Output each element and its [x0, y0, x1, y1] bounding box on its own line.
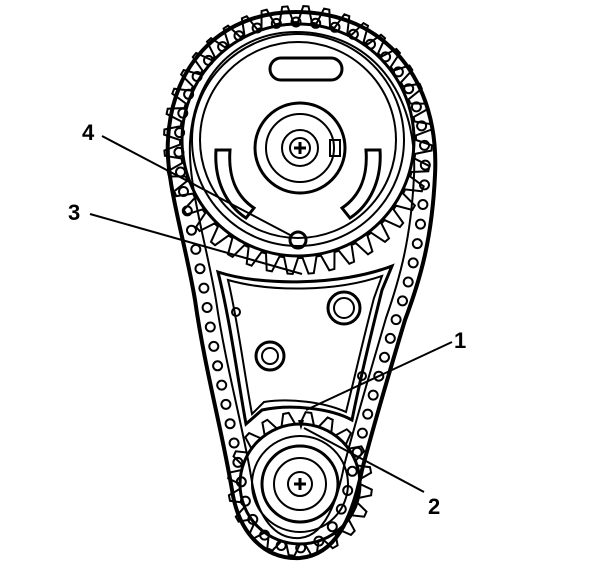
guide-bolt-lower — [254, 340, 286, 372]
chain-roller — [379, 351, 390, 363]
chain-roller — [356, 427, 368, 439]
chain-roller — [407, 257, 419, 269]
chain-roller — [204, 321, 216, 333]
chain-roller — [190, 243, 202, 255]
chain-roller — [216, 379, 228, 391]
chain-roller — [411, 238, 423, 250]
camshaft-sprocket — [163, 5, 433, 275]
chain-roller — [326, 521, 338, 533]
camshaft-sprocket-teeth — [163, 5, 433, 275]
chain-roller — [362, 408, 374, 420]
chain-roller — [402, 276, 414, 288]
chain-roller — [384, 332, 396, 344]
chain-roller — [232, 456, 244, 468]
chain-roller — [346, 465, 358, 477]
callout-3: 3 — [68, 200, 80, 225]
chain-roller — [208, 340, 220, 352]
crank-sprocket-timing-mark — [298, 420, 304, 430]
chain-roller — [228, 437, 240, 449]
chain-roller — [198, 282, 210, 294]
callout-1: 1 — [454, 328, 466, 353]
chain-roller — [410, 101, 422, 113]
leader-line-1 — [305, 341, 453, 411]
chain-roller — [186, 224, 197, 236]
cam-sprocket-slot-top — [268, 56, 344, 82]
crankshaft-sprocket — [227, 411, 373, 557]
leader-line-4 — [101, 135, 293, 237]
callout-2: 2 — [428, 494, 440, 519]
leader-line-3 — [89, 213, 303, 275]
leader-lines — [89, 135, 453, 493]
cam-sprocket-hub — [253, 101, 347, 195]
chain-roller — [194, 263, 206, 275]
leader-line-2 — [303, 427, 425, 493]
cam-sprocket-slot-left — [214, 148, 257, 220]
guide-bolt-upper — [326, 290, 362, 326]
chain-roller — [212, 360, 224, 372]
chain-roller — [220, 398, 232, 410]
chain-roller — [390, 314, 402, 326]
chain-roller — [417, 199, 429, 210]
chain-roller — [367, 389, 379, 401]
chain-links — [173, 16, 431, 554]
cam-sprocket-timing-mark — [288, 230, 308, 250]
callout-4: 4 — [82, 120, 95, 145]
chain-roller — [224, 418, 236, 430]
timing-chain — [165, 9, 438, 561]
chain-roller — [397, 295, 408, 307]
chain-roller — [201, 302, 213, 313]
chain-roller — [415, 218, 426, 230]
cam-sprocket-slot-right — [339, 148, 382, 220]
chain-guide-plate — [215, 263, 395, 427]
crank-sprocket-hub — [260, 444, 340, 524]
